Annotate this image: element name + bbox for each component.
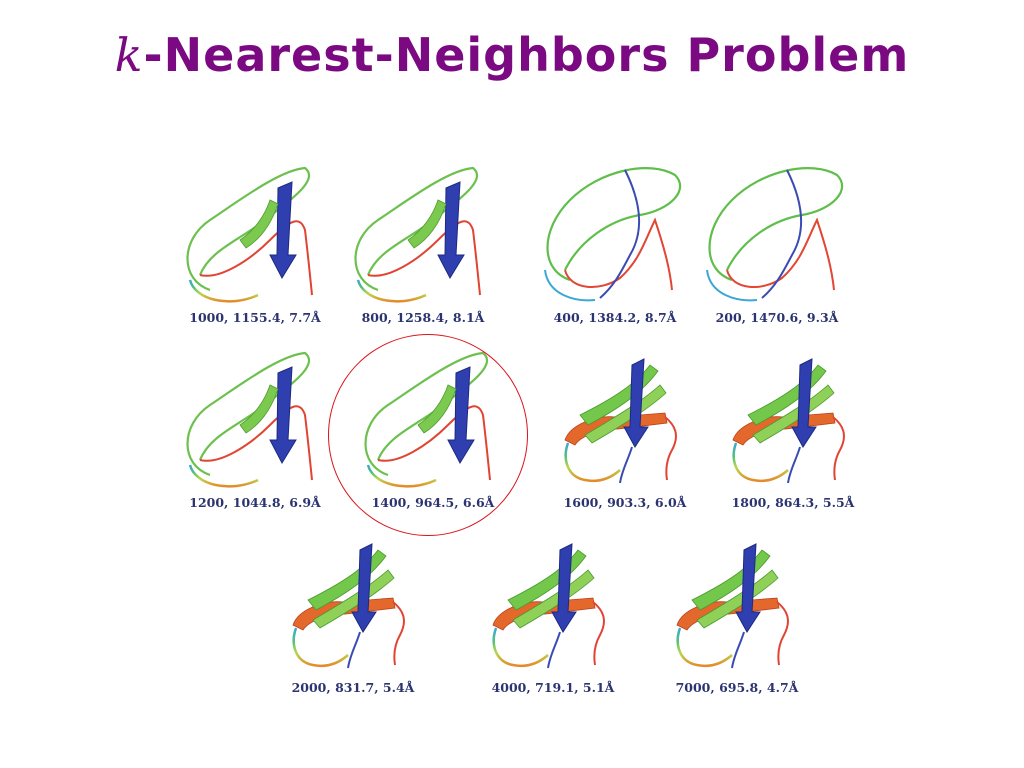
folded-green-ribbon-mid xyxy=(584,384,667,444)
structure-panel: 1800, 864.3, 5.5Å xyxy=(708,345,878,525)
folded-blue-tail xyxy=(619,446,633,484)
partial-blue-beta-strand xyxy=(269,366,297,465)
structure-panel: 1000, 1155.4, 7.7Å xyxy=(170,160,340,340)
partial-green-loop xyxy=(186,351,311,477)
folded-cyan-loop xyxy=(732,442,789,482)
folded-green-ribbon-mid xyxy=(312,569,395,629)
partial-cyan-loop xyxy=(188,279,259,303)
folded-green-ribbon-mid xyxy=(512,569,595,629)
panel-caption: 2000, 831.7, 5.4Å xyxy=(291,680,415,695)
loop-red-strand xyxy=(564,217,673,291)
folded-blue-tail xyxy=(731,631,745,669)
folded-green-ribbon-mid xyxy=(752,384,835,444)
partial-green-loop xyxy=(186,166,311,292)
partial-red-strand xyxy=(199,220,313,296)
folded-blue-beta-strand xyxy=(791,358,817,448)
panel-caption: 7000, 695.8, 4.7Å xyxy=(675,680,799,695)
partial-blue-beta-strand xyxy=(269,181,297,280)
protein-ribbon-structure xyxy=(292,543,405,669)
partial-blue-beta-strand xyxy=(437,181,465,280)
partial-green-ribbon xyxy=(239,384,279,434)
loop-red-strand xyxy=(726,217,835,291)
loop-blue-strand xyxy=(599,169,641,299)
protein-ribbon-structure xyxy=(676,543,789,669)
highlight-circle xyxy=(328,334,528,536)
folded-green-ribbon-mid xyxy=(696,569,779,629)
protein-ribbon-structure xyxy=(354,166,481,303)
protein-ribbon-structure xyxy=(564,358,677,484)
partial-green-ribbon xyxy=(239,199,279,249)
structure-panel: 7000, 695.8, 4.7Å xyxy=(652,530,822,710)
protein-ribbon-structure xyxy=(186,351,313,488)
folded-blue-beta-strand xyxy=(623,358,649,448)
folded-red-tail xyxy=(776,601,789,666)
partial-cyan-loop xyxy=(188,464,259,488)
structure-panel: 4000, 719.1, 5.1Å xyxy=(468,530,638,710)
structure-panel: 800, 1258.4, 8.1Å xyxy=(338,160,508,340)
loop-green-strand xyxy=(708,167,844,282)
panel-caption: 1800, 864.3, 5.5Å xyxy=(731,495,855,510)
loop-cyan-strand xyxy=(544,269,596,302)
partial-green-loop xyxy=(354,166,479,292)
folded-blue-beta-strand xyxy=(551,543,577,633)
folded-red-tail xyxy=(592,601,605,666)
folded-blue-beta-strand xyxy=(735,543,761,633)
loop-cyan-strand xyxy=(706,269,758,302)
folded-blue-tail xyxy=(347,631,361,669)
folded-blue-beta-strand xyxy=(351,543,377,633)
folded-cyan-loop xyxy=(676,627,733,667)
protein-ribbon-structure xyxy=(492,543,605,669)
title-variable: k xyxy=(114,28,144,82)
slide-title: k-Nearest-Neighbors Problem xyxy=(0,28,1024,82)
folded-blue-tail xyxy=(787,446,801,484)
structure-panel: 1600, 903.3, 6.0Å xyxy=(540,345,710,525)
title-text: -Nearest-Neighbors Problem xyxy=(143,28,910,82)
partial-cyan-loop xyxy=(356,279,427,303)
partial-red-strand xyxy=(367,220,481,296)
partial-green-ribbon xyxy=(407,199,447,249)
loop-green-strand xyxy=(546,167,682,282)
structure-panel: 2000, 831.7, 5.4Å xyxy=(268,530,438,710)
loop-blue-strand xyxy=(761,169,803,299)
folded-cyan-loop xyxy=(292,627,349,667)
structure-panel: 1200, 1044.8, 6.9Å xyxy=(170,345,340,525)
folded-cyan-loop xyxy=(564,442,621,482)
panel-caption: 800, 1258.4, 8.1Å xyxy=(361,310,485,325)
folded-blue-tail xyxy=(547,631,561,669)
folded-red-tail xyxy=(832,416,845,481)
folded-red-tail xyxy=(392,601,405,666)
folded-cyan-loop xyxy=(492,627,549,667)
folded-red-tail xyxy=(664,416,677,481)
panel-caption: 1000, 1155.4, 7.7Å xyxy=(189,310,321,325)
structure-panel: 400, 1384.2, 8.7Å xyxy=(530,160,700,340)
panel-caption: 4000, 719.1, 5.1Å xyxy=(491,680,615,695)
panel-caption: 400, 1384.2, 8.7Å xyxy=(553,310,677,325)
panel-caption: 200, 1470.6, 9.3Å xyxy=(715,310,839,325)
panel-caption: 1200, 1044.8, 6.9Å xyxy=(189,495,321,510)
protein-ribbon-structure xyxy=(732,358,845,484)
protein-ribbon-structure xyxy=(706,167,844,302)
structure-panel: 200, 1470.6, 9.3Å xyxy=(692,160,862,340)
partial-red-strand xyxy=(199,405,313,481)
panel-caption: 1600, 903.3, 6.0Å xyxy=(563,495,687,510)
protein-ribbon-structure xyxy=(544,167,682,302)
protein-ribbon-structure xyxy=(186,166,313,303)
